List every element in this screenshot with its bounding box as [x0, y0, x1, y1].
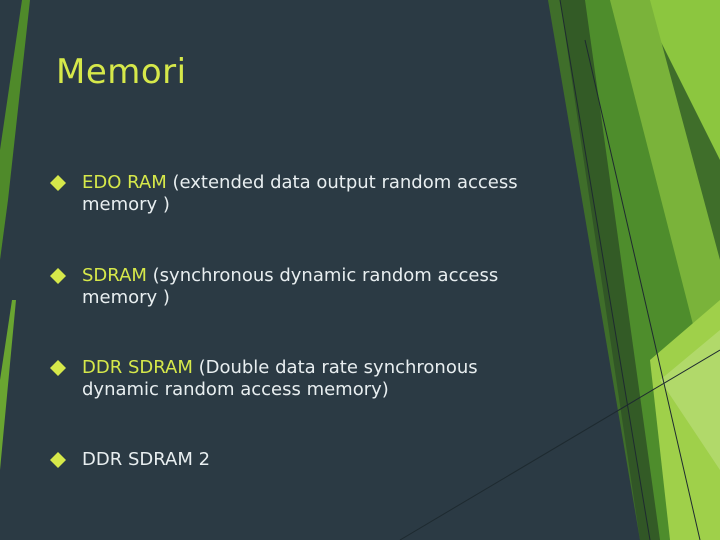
bullet-highlight: SDRAM: [82, 265, 147, 286]
decor-line-2: [584, 39, 701, 540]
decor-line-1: [559, 0, 651, 540]
bullet-item: SDRAM (synchronous dynamic random access…: [50, 265, 550, 309]
bullet-text: (synchronous dynamic random access memor…: [82, 265, 499, 308]
bullet-item: EDO RAM (extended data output random acc…: [50, 172, 550, 216]
bullet-highlight: DDR SDRAM: [82, 357, 193, 378]
bullet-text: (extended data output random access memo…: [82, 172, 518, 215]
bullet-text: DDR SDRAM 2: [82, 449, 211, 470]
bullet-highlight: EDO RAM: [82, 172, 167, 193]
right-facet-pale: [660, 330, 720, 470]
diamond-bullet-icon: [50, 268, 66, 284]
right-facet-deep: [560, 0, 660, 540]
decor-line-3: [399, 349, 720, 540]
diamond-bullet-icon: [50, 452, 66, 468]
slide-title: Memori: [56, 52, 187, 92]
right-facet-lime: [610, 0, 720, 430]
left-accent-strip: [0, 0, 30, 260]
diamond-bullet-icon: [50, 360, 66, 376]
bullet-item: DDR SDRAM (Double data rate synchronous …: [50, 357, 550, 401]
bullet-item: DDR SDRAM 2: [50, 449, 210, 471]
left-accent-strip-light: [0, 300, 16, 470]
bullet-text: (Double data rate synchronous dynamic ra…: [82, 357, 478, 400]
diamond-bullet-icon: [50, 175, 66, 191]
